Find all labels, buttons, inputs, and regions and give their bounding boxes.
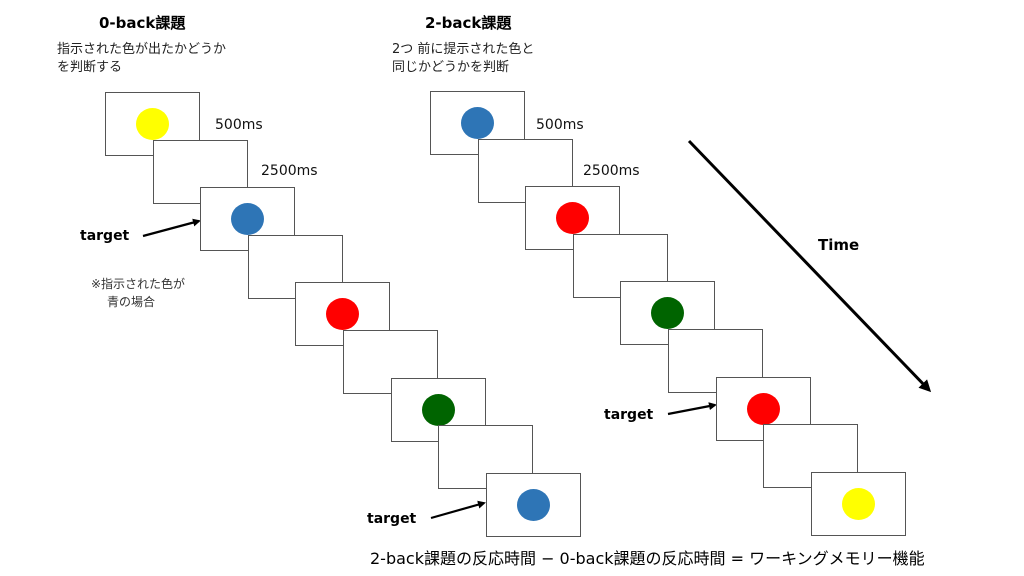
yellow-circle	[136, 108, 169, 140]
zero-back-description-line-2: を判断する	[57, 60, 123, 75]
time-label: Time	[818, 236, 860, 254]
target-arrow-two-back	[667, 402, 717, 416]
stimulus-card	[105, 92, 200, 156]
zero-back-note-line-2: 青の場合	[107, 295, 156, 309]
two-back-interval-duration: 2500ms	[583, 163, 640, 179]
blue-circle	[516, 488, 550, 521]
blue-circle	[461, 107, 494, 139]
blue-circle	[231, 203, 265, 236]
zero-back-stimulus-duration: 500ms	[215, 117, 263, 133]
stimulus-card	[200, 187, 296, 252]
zero-back-title: 0-back課題	[99, 14, 186, 32]
zero-back-note-line-1: ※指示された色が	[91, 277, 186, 291]
zero-back-target-label-1: target	[80, 228, 130, 244]
red-circle	[326, 298, 360, 331]
zero-back-target-label-2: target	[367, 511, 417, 527]
two-back-description-line-2: 同じかどうかを判断	[392, 60, 510, 75]
stimulus-card	[810, 471, 906, 536]
stimulus-card	[485, 472, 581, 537]
yellow-circle	[841, 487, 875, 520]
two-back-description-line-1: 2つ 前に提示された色と	[392, 42, 535, 57]
green-circle	[651, 297, 685, 330]
green-circle	[421, 393, 455, 426]
target-arrow-zero-back-2	[430, 500, 486, 520]
two-back-title: 2-back課題	[425, 14, 512, 32]
two-back-target-label: target	[604, 407, 654, 423]
target-arrow-zero-back-1	[142, 218, 201, 238]
red-circle	[746, 392, 780, 425]
zero-back-description-line-1: 指示された色が出たかどうか	[57, 42, 227, 57]
zero-back-interval-duration: 2500ms	[261, 163, 318, 179]
red-circle	[556, 202, 590, 235]
two-back-stimulus-duration: 500ms	[536, 117, 584, 133]
blank-screen-card	[572, 233, 668, 298]
working-memory-formula: 2-back課題の反応時間 − 0-back課題の反応時間 = ワーキングメモリ…	[370, 549, 925, 568]
